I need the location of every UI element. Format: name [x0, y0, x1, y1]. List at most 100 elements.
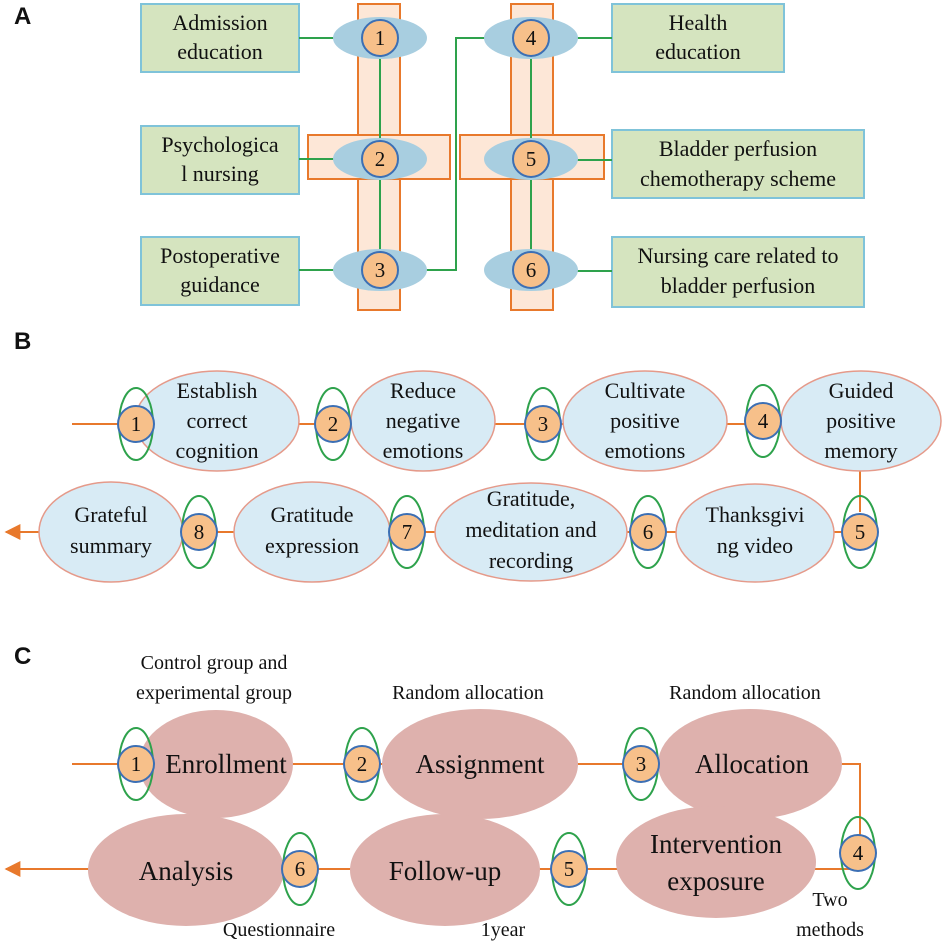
c-stage-analysis-label: Analysis — [139, 856, 234, 886]
b-marker-8-number: 8 — [194, 520, 205, 544]
panel-a: A Admission education Psychologica l — [14, 3, 865, 311]
right-box-3-line-2: bladder perfusion — [661, 273, 816, 298]
b-marker-7-number: 7 — [402, 520, 413, 544]
c-marker-4-number: 4 — [853, 841, 864, 865]
c-stage-enrollment-label: Enrollment — [165, 749, 287, 779]
c-note-follow-up: 1year — [481, 919, 526, 941]
c-stage-analysis: Analysis — [88, 814, 284, 926]
panel-a-letter: A — [14, 3, 31, 30]
b-bubble-4-line-1: Guided — [829, 378, 894, 403]
b-marker-6-number: 6 — [643, 520, 654, 544]
c-stage-intervention-line-2: exposure — [667, 866, 764, 896]
b-bubble-7-line-1: Gratitude — [270, 502, 353, 527]
c-marker-4: 4 — [839, 816, 877, 890]
c-marker-3-number: 3 — [636, 752, 647, 776]
a-node-5: 5 — [484, 138, 578, 180]
c-marker-2-number: 2 — [357, 752, 368, 776]
b-bubble-2-line-3: emotions — [383, 438, 464, 463]
b-bubble-2: Reduce negative emotions — [350, 370, 496, 472]
b-marker-6: 6 — [629, 495, 667, 569]
a-node-6-number: 6 — [526, 258, 537, 282]
c-turn-line — [845, 763, 861, 835]
right-box-2-line-2: chemotherapy scheme — [640, 166, 836, 191]
c-stage-intervention: Intervention exposure — [616, 806, 816, 918]
right-box-1-line-1: Health — [669, 10, 728, 35]
b-bubble-4-line-2: positive — [826, 408, 896, 433]
b-bubble-4: Guided positive memory — [780, 370, 942, 472]
b-bubble-5: Thanksgivi ng video — [675, 483, 835, 583]
right-box-3: Nursing care related to bladder perfusio… — [611, 236, 865, 308]
left-box-2-line-1: Psychologica — [161, 132, 279, 157]
c-stage-follow-up: Follow-up — [350, 814, 540, 926]
c-marker-1-number: 1 — [131, 752, 142, 776]
a-node-1: 1 — [333, 17, 427, 59]
b-bubble-6-line-3: recording — [489, 548, 573, 573]
c-marker-6: 6 — [281, 832, 319, 906]
c-stage-follow-up-label: Follow-up — [389, 856, 502, 886]
c-note-enrollment-line-1: Control group and — [141, 652, 288, 674]
c-marker-5-number: 5 — [564, 857, 575, 881]
b-marker-3-number: 3 — [538, 412, 549, 436]
right-box-2-line-1: Bladder perfusion — [659, 136, 817, 161]
c-marker-6-number: 6 — [295, 857, 306, 881]
b-marker-2: 2 — [314, 387, 352, 461]
left-box-3: Postoperative guidance — [140, 236, 300, 306]
left-box-1: Admission education — [140, 3, 300, 73]
b-bubble-5-line-1: Thanksgivi — [706, 502, 805, 527]
b-bubble-1-line-1: Establish — [177, 378, 258, 403]
left-box-1-line-2: education — [177, 39, 263, 64]
b-bubble-4-line-3: memory — [824, 438, 897, 463]
b-bubble-7-line-2: expression — [265, 533, 359, 558]
right-box-2: Bladder perfusion chemotherapy scheme — [611, 129, 865, 199]
c-marker-3: 3 — [622, 727, 660, 801]
left-box-2-line-2: l nursing — [181, 161, 259, 186]
b-marker-5: 5 — [841, 495, 879, 569]
b-marker-4: 4 — [744, 384, 782, 458]
right-box-1-line-2: education — [655, 39, 741, 64]
b-bubble-2-line-2: negative — [386, 408, 461, 433]
b-bubble-5-line-2: ng video — [717, 533, 793, 558]
b-bubble-2-line-1: Reduce — [390, 378, 456, 403]
left-box-3-line-1: Postoperative — [160, 243, 280, 268]
b-marker-3: 3 — [524, 387, 562, 461]
c-stage-assignment: Assignment — [382, 709, 578, 819]
b-bubble-3-line-1: Cultivate — [605, 378, 686, 403]
b-bubble-6-line-2: meditation and — [465, 517, 596, 542]
right-box-1: Health education — [611, 3, 785, 73]
panel-b-letter: B — [14, 328, 31, 355]
b-marker-2-number: 2 — [328, 412, 339, 436]
b-marker-8: 8 — [180, 495, 218, 569]
b-marker-1: 1 — [117, 387, 155, 461]
left-box-1-line-1: Admission — [172, 10, 267, 35]
b-marker-5-number: 5 — [855, 520, 866, 544]
a-node-3: 3 — [333, 249, 427, 291]
a-node-4: 4 — [484, 17, 578, 59]
c-note-assignment: Random allocation — [392, 682, 544, 704]
b-marker-1-number: 1 — [131, 412, 142, 436]
c-note-allocation: Random allocation — [669, 682, 821, 704]
c-note-intervention-line-2: methods — [796, 919, 864, 941]
b-bubble-6: Gratitude, meditation and recording — [434, 482, 628, 582]
c-stage-allocation-label: Allocation — [695, 749, 809, 779]
c-note-analysis: Questionnaire — [223, 919, 335, 941]
c-stage-intervention-line-1: Intervention — [650, 829, 782, 859]
a-node-6: 6 — [484, 249, 578, 291]
c-stage-assignment-label: Assignment — [415, 749, 545, 779]
b-bubble-8: Grateful summary — [38, 481, 184, 583]
b-bubble-3-line-3: emotions — [605, 438, 686, 463]
b-bubble-1-line-3: cognition — [175, 438, 258, 463]
b-bubble-1-line-2: correct — [186, 408, 247, 433]
a-node-1-number: 1 — [375, 26, 386, 50]
right-box-3-line-1: Nursing care related to — [638, 243, 839, 268]
b-bubble-3-line-2: positive — [610, 408, 680, 433]
b-bubble-6-line-1: Gratitude, — [487, 486, 576, 511]
a-node-3-number: 3 — [375, 258, 386, 282]
b-marker-4-number: 4 — [758, 409, 769, 433]
connector-3-4 — [400, 37, 510, 271]
a-node-4-number: 4 — [526, 26, 537, 50]
left-box-2: Psychologica l nursing — [140, 125, 300, 195]
b-bubble-8-line-1: Grateful — [74, 502, 147, 527]
b-marker-7: 7 — [388, 495, 426, 569]
b-bubble-8-line-2: summary — [70, 533, 152, 558]
c-marker-1: 1 — [117, 727, 155, 801]
